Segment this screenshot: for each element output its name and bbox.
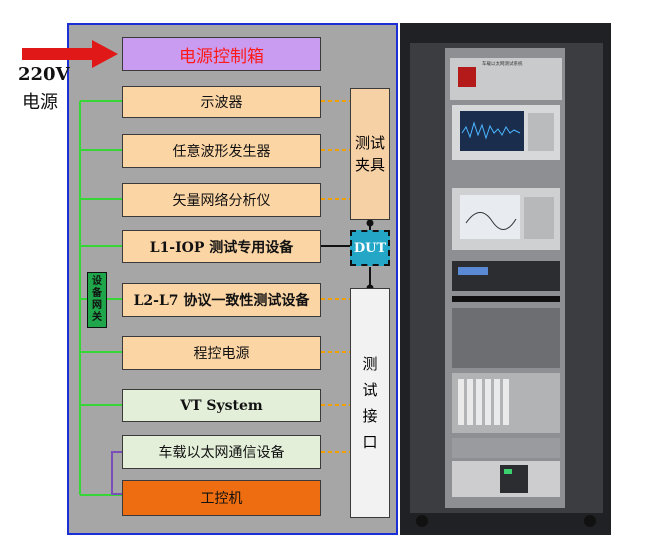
device-gateway: 设备网关: [87, 272, 107, 328]
power-arrow-icon: [22, 40, 118, 68]
test-fixture: 测试夹具: [350, 88, 390, 220]
test-interface: 测试接口: [350, 288, 390, 518]
test-rack-photo: 车载以太网测试系统: [400, 23, 611, 535]
rack-illustration: 车载以太网测试系统: [400, 23, 611, 535]
device-gateway-label: 设备网关: [92, 276, 102, 323]
voltage-label: 220V: [18, 64, 70, 85]
device-awg: 任意波形发生器: [122, 134, 321, 168]
test-interface-label: 测试接口: [362, 355, 378, 451]
photo-caption: 车载以太网测试系统: [482, 60, 523, 67]
device-program-power: 程控电源: [122, 336, 321, 370]
device-vt-system: VT System: [122, 389, 321, 422]
device-vna: 矢量网络分析仪: [122, 183, 321, 217]
device-oscilloscope: 示波器: [122, 86, 321, 118]
test-fixture-label: 测试夹具: [354, 134, 385, 174]
device-l1-iop: L1-IOP 测试专用设备: [122, 230, 321, 263]
device-ipc: 工控机: [122, 480, 321, 516]
power-control-box: 电源控制箱: [122, 37, 321, 71]
dut-box: DUT: [350, 230, 390, 266]
device-l2-l7: L2-L7 协议一致性测试设备: [122, 283, 321, 317]
device-vehicle-ethernet: 车载以太网通信设备: [122, 435, 321, 469]
power-label: 电源: [22, 92, 58, 113]
